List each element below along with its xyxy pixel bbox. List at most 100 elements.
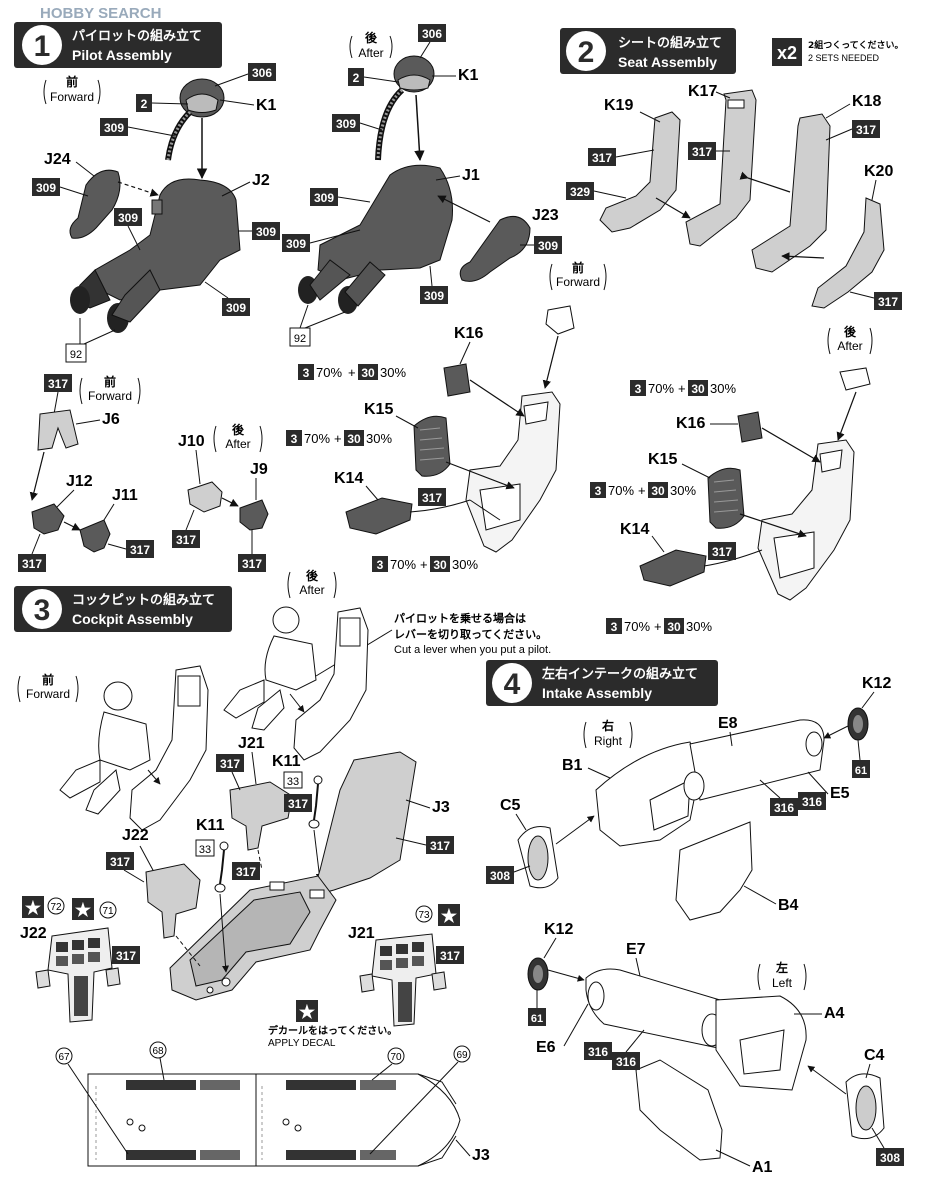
svg-text:33: 33 [199, 844, 211, 856]
svg-text:After: After [358, 46, 383, 60]
arm-j24 [69, 169, 159, 239]
svg-text:317: 317 [48, 377, 68, 391]
svg-text:309: 309 [336, 117, 356, 131]
part-e5: E5 [830, 785, 850, 802]
cockpit-tub-j3 [169, 751, 417, 1001]
direction-after-2: 後 After [827, 324, 873, 355]
star-marker-1: ★ [22, 896, 44, 918]
svg-text:+: + [334, 431, 342, 446]
svg-text:68: 68 [152, 1046, 164, 1057]
part-k1-right: K1 [458, 67, 479, 84]
svg-text:Cut a lever when you put a pil: Cut a lever when you put a pilot. [394, 644, 551, 656]
step-3-title-jp: コックピットの組み立て [72, 592, 215, 608]
svg-text:30: 30 [667, 620, 681, 634]
svg-text:316: 316 [616, 1055, 636, 1069]
svg-text:前: 前 [66, 74, 78, 89]
svg-text:デカールをはってください。: デカールをはってください。 [268, 1024, 397, 1037]
svg-text:309: 309 [36, 181, 56, 195]
color-mix-1: 3 70% + 30 30% [298, 364, 406, 380]
step-4-banner: 4 左右インテークの組み立て Intake Assembly [486, 660, 718, 706]
seat-headrest-top-1 [542, 305, 575, 389]
callout-317-j12: 317 [18, 533, 46, 572]
direction-forward-4: 前 Forward [17, 672, 79, 703]
intake-right-e8 [683, 719, 825, 801]
callout-308-left: 308 [871, 1127, 904, 1166]
part-k18: K18 [852, 93, 881, 110]
svg-text:317: 317 [288, 797, 308, 811]
svg-text:左: 左 [775, 960, 788, 975]
step-1-number: 1 [34, 30, 51, 63]
ejection-seat-2 [757, 439, 855, 601]
callout-316-r1: 316 [759, 779, 798, 816]
svg-text:30: 30 [651, 484, 665, 498]
svg-text:317: 317 [236, 865, 256, 879]
part-j9: J9 [250, 461, 268, 478]
watermark: HOBBY SEARCH [40, 5, 161, 22]
callout-317-j3: 317 [395, 836, 454, 854]
svg-text:61: 61 [531, 1013, 543, 1025]
part-k11-bottom: K11 [196, 817, 225, 834]
part-e8: E8 [718, 715, 738, 732]
part-k14-1: K14 [334, 470, 363, 487]
svg-text:309: 309 [538, 239, 558, 253]
svg-text:右: 右 [601, 718, 614, 733]
callout-317-j11: 317 [107, 540, 154, 558]
svg-text:★: ★ [299, 1002, 316, 1022]
svg-text:Forward: Forward [88, 389, 132, 403]
svg-text:★: ★ [441, 906, 458, 926]
pilot-figure-right [298, 55, 453, 314]
svg-text:70: 70 [390, 1052, 402, 1063]
svg-text:69: 69 [456, 1050, 468, 1061]
callout-317-seat2: 317 [708, 542, 736, 560]
svg-text:317: 317 [220, 757, 240, 771]
callout-317-s3: 317 [825, 120, 880, 141]
svg-text:パイロットを乗せる場合は: パイロットを乗せる場合は [394, 611, 526, 625]
part-j22-top: J22 [122, 827, 149, 844]
svg-text:309: 309 [314, 191, 334, 205]
callout-92-left: 92 [65, 318, 116, 363]
callout-317-j6: 317 [44, 374, 72, 415]
step-3-title-en: Cockpit Assembly [72, 611, 193, 627]
svg-text:3: 3 [303, 366, 310, 380]
svg-text:前: 前 [104, 374, 116, 389]
callout-309-i: 309 [520, 236, 562, 254]
svg-text:前: 前 [42, 672, 54, 687]
svg-text:329: 329 [570, 185, 590, 199]
callout-309-g: 309 [310, 188, 371, 206]
intake-ring-c5 [517, 815, 595, 889]
callout-309-b: 309 [32, 178, 89, 197]
callout-309-h: 309 [282, 229, 361, 252]
part-k12-left: K12 [544, 921, 573, 938]
svg-text:309: 309 [424, 289, 444, 303]
svg-text:70%: 70% [316, 365, 342, 380]
seat-headrest-top-2 [836, 367, 871, 441]
part-j12: J12 [66, 473, 93, 490]
svg-text:308: 308 [490, 869, 510, 883]
part-c4: C4 [864, 1047, 885, 1064]
svg-text:317: 317 [22, 557, 42, 571]
seat-part-k19 [599, 111, 691, 233]
intake-fan-k12-right [823, 707, 869, 741]
svg-text:317: 317 [592, 151, 612, 165]
part-j21-top: J21 [238, 735, 265, 752]
svg-text:72: 72 [50, 902, 62, 913]
part-a1: A1 [752, 1159, 773, 1176]
svg-text:+: + [420, 557, 428, 572]
decal-callout-69: 69 [369, 1045, 471, 1155]
part-j12-shape [31, 503, 81, 535]
star-marker-2: ★ [72, 898, 94, 920]
part-j1: J1 [462, 167, 480, 184]
seat-part-k20 [811, 197, 885, 309]
direction-forward-2: 前 Forward [549, 260, 607, 291]
svg-text:316: 316 [802, 795, 822, 809]
svg-text:レバーを切り取ってください。: レバーを切り取ってください。 [394, 628, 547, 641]
callout-309-d: 309 [238, 222, 280, 240]
seat-part-k16-1 [443, 363, 525, 417]
step-4-number: 4 [504, 668, 521, 701]
cockpit-pilot-forward [59, 665, 209, 831]
part-b1: B1 [562, 757, 583, 774]
callout-317-j22: 317 [106, 852, 145, 883]
part-k11-top: K11 [272, 753, 301, 770]
svg-text:317: 317 [116, 949, 136, 963]
callout-317-k11bottom: 317 [232, 862, 260, 880]
